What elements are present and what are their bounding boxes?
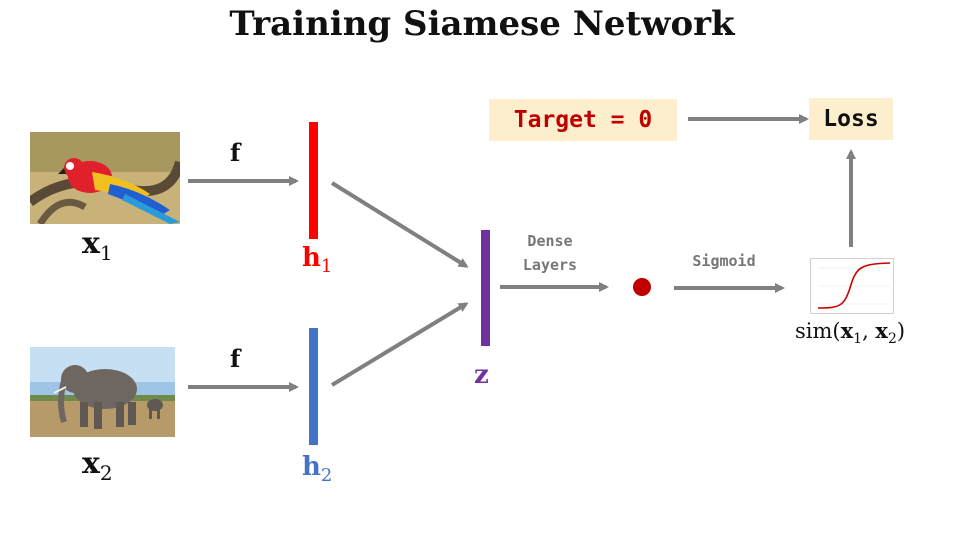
arrow-h1-to-z [330, 181, 469, 268]
encoder-f-label-bottom: f [230, 344, 241, 373]
similarity-label: sim(x1, x2) [795, 318, 906, 348]
x1-label: x1 [82, 226, 113, 265]
arrow-h2-to-z [330, 302, 469, 387]
h1-label: h1 [302, 243, 333, 278]
target-box: Target = 0 [489, 99, 677, 141]
x2-label: x2 [82, 446, 113, 485]
h2-bar [309, 328, 318, 445]
elephant-image [30, 347, 175, 437]
z-label: z [474, 360, 489, 390]
sigmoid-curve-plot [810, 258, 894, 314]
encoder-f-label-top: f [230, 138, 241, 167]
h2-label: h2 [302, 452, 333, 487]
loss-box: Loss [809, 98, 893, 140]
page-title: Training Siamese Network [229, 4, 735, 44]
dense-layers-label: Dense Layers [522, 232, 578, 274]
z-bar [481, 230, 490, 346]
sigmoid-label: Sigmoid [692, 252, 756, 270]
h1-bar [309, 122, 318, 239]
parrot-image [30, 132, 180, 224]
output-node [633, 278, 651, 296]
